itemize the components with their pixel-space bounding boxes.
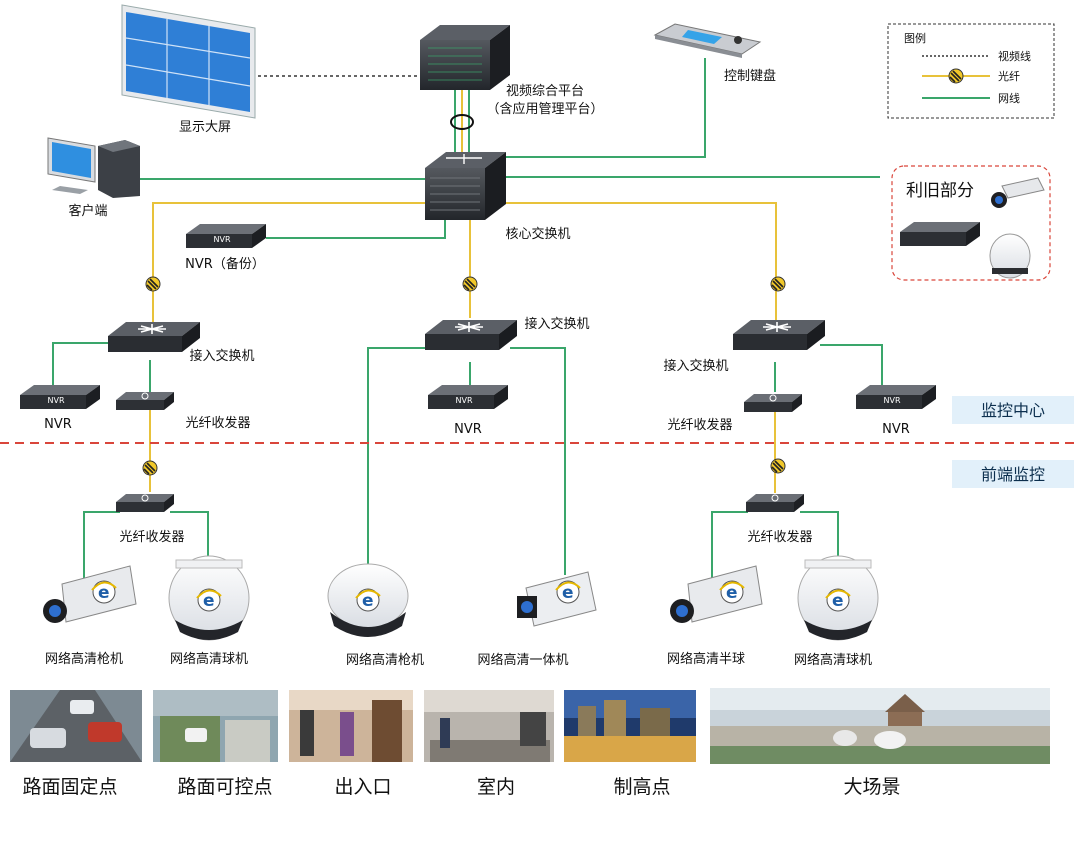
nvr-backup-badge: NVR (213, 235, 230, 244)
dome-camera-icon-3 (797, 555, 879, 641)
scene-label-3: 出入口 (334, 776, 391, 798)
control-keyboard-icon (653, 23, 762, 58)
transceiver-left-bottom-label: 光纤收发器 (119, 529, 184, 545)
nvr-left-badge: NVR (47, 396, 64, 405)
transceiver-right-bottom-label: 光纤收发器 (747, 529, 812, 545)
nvr-backup-label: NVR（备份） (185, 256, 265, 272)
scene-label-2: 路面可控点 (177, 776, 272, 798)
camera-label-1: 网络高清枪机 (45, 651, 123, 667)
fiber-markers (142, 114, 786, 476)
nvr-right-badge: NVR (883, 396, 900, 405)
dome-camera-icon-1 (168, 555, 250, 641)
transceiver-right-top-label: 光纤收发器 (667, 417, 732, 433)
fiber-icon (770, 276, 786, 292)
legacy-section: 利旧部分 (891, 165, 1051, 281)
camera-label-4: 网络高清一体机 (477, 652, 568, 668)
core-switch-icon (425, 152, 506, 220)
display-wall-icon (121, 4, 256, 119)
box-camera-icon (517, 571, 597, 627)
scene-label-5: 制高点 (613, 776, 670, 798)
scene-photo-large-scene (710, 688, 1050, 764)
zone-label-monitor-center: 监控中心 (981, 401, 1045, 420)
nvr-mid-badge: NVR (455, 396, 472, 405)
core-switch-label: 核心交换机 (505, 226, 570, 242)
access-switch-mid-label: 接入交换机 (524, 316, 589, 332)
client-label: 客户端 (68, 203, 107, 219)
bullet-camera-icon-2 (670, 565, 763, 623)
scene-photo-road-controllable (153, 690, 278, 762)
control-keyboard-label: 控制键盘 (724, 68, 776, 84)
nvr-right-label: NVR (882, 422, 910, 437)
zone-label-monitor-bg (952, 396, 1074, 424)
legacy-bullet-camera-icon (991, 177, 1045, 208)
zone-label-front-bg (952, 460, 1074, 488)
fiber-icon (770, 458, 786, 474)
platform-label-line2: （含应用管理平台） (486, 101, 603, 117)
legend: 图例 视频线 光纤 网线 (887, 23, 1055, 119)
legend-video-label: 视频线 (998, 49, 1031, 63)
legacy-dome-camera-icon (989, 233, 1031, 279)
transceiver-left-top-icon (115, 391, 175, 411)
scene-label-1: 路面固定点 (22, 776, 117, 798)
zone-label-front-end: 前端监控 (981, 465, 1045, 484)
scene-photo-high-point (564, 690, 696, 762)
access-switch-left-icon (107, 321, 201, 353)
legacy-nvr-icon (900, 222, 980, 246)
access-switch-left-label: 接入交换机 (189, 348, 254, 364)
scene-photo-road-fixed (10, 690, 142, 762)
legend-ethernet-label: 网线 (998, 91, 1020, 105)
legend-fiber-label: 光纤 (998, 69, 1020, 83)
scene-photo-indoor (424, 690, 554, 762)
dome-camera-icon-2 (327, 563, 409, 637)
transceiver-left-bottom-icon (115, 493, 175, 513)
access-switch-right-label: 接入交换机 (663, 358, 728, 374)
transceiver-right-bottom-icon (745, 493, 805, 513)
fiber-icon (462, 276, 478, 292)
access-switch-right-icon (732, 319, 826, 351)
connections (52, 58, 883, 578)
camera-label-5: 网络高清半球 (667, 651, 745, 667)
transceiver-right-top-icon (743, 393, 803, 413)
bullet-camera-icon-1 (43, 565, 137, 623)
fiber-icon (145, 276, 161, 292)
fiber-icon (948, 68, 964, 84)
camera-label-3: 网络高清枪机 (346, 652, 424, 668)
platform-label-line1: 视频综合平台 (506, 84, 584, 99)
display-wall-label: 显示大屏 (179, 120, 231, 135)
scene-photo-entrance (289, 690, 413, 762)
nvr-left-label: NVR (44, 417, 72, 432)
camera-label-2: 网络高清球机 (170, 651, 248, 667)
video-platform-icon (420, 25, 510, 90)
nvr-mid-label: NVR (454, 422, 482, 437)
scene-label-4: 室内 (477, 776, 515, 798)
fiber-icon (142, 460, 158, 476)
legend-title: 图例 (904, 31, 926, 45)
camera-label-6: 网络高清球机 (794, 652, 872, 668)
client-pc-icon (47, 137, 140, 198)
access-switch-mid-icon (424, 319, 518, 351)
legacy-label: 利旧部分 (906, 181, 974, 201)
transceiver-left-top-label: 光纤收发器 (185, 415, 250, 431)
cable-bundle-ring (450, 114, 474, 130)
scene-label-6: 大场景 (843, 776, 900, 798)
